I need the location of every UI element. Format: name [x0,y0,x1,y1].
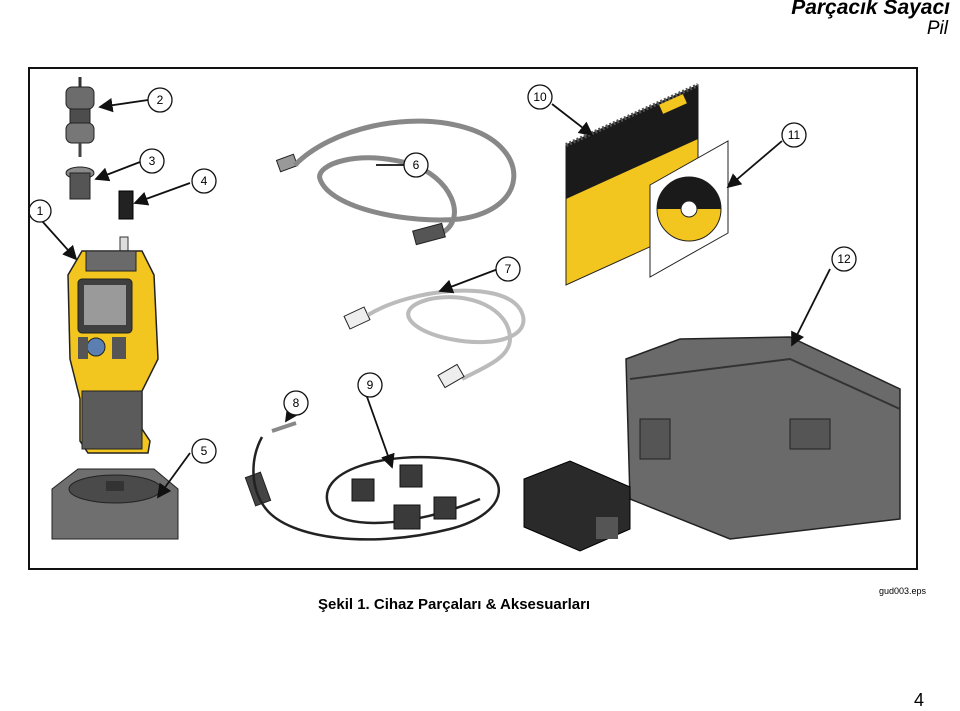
callout-7: 7 [495,256,521,282]
svg-text:12: 12 [837,252,851,266]
power-cord [244,421,500,541]
usb-cable [275,118,517,246]
accessories-illustration: 1 2 3 4 5 6 7 8 9 10 11 12 [30,77,901,552]
callout-12: 12 [831,246,857,272]
page-number: 4 [913,690,924,710]
power-supply [523,460,631,552]
callout-4: 4 [191,168,217,194]
svg-text:3: 3 [149,154,156,168]
callout-9: 9 [357,372,383,398]
callout-2: 2 [147,87,173,113]
figure-frame: 1 2 3 4 5 6 7 8 9 10 11 12 [28,67,918,570]
svg-text:8: 8 [293,396,300,410]
charging-base [51,468,179,540]
zero-filter-adapter [65,166,95,200]
callout-6: 6 [403,152,429,178]
isokinetic-probe-assembly [65,77,95,157]
svg-text:1: 1 [37,204,44,218]
plug-adapters [351,464,457,530]
filter-cap [118,190,134,220]
page-header-title: Parçacık Sayacı [791,0,950,19]
ethernet-cable [343,288,526,389]
svg-text:9: 9 [367,378,374,392]
svg-text:4: 4 [201,174,208,188]
page-header-subtitle: Pil [926,18,948,39]
svg-text:7: 7 [505,262,512,276]
svg-text:10: 10 [533,90,547,104]
callout-5: 5 [191,438,217,464]
callout-11: 11 [781,122,807,148]
carrying-case [625,336,901,540]
svg-text:2: 2 [157,93,164,107]
callout-1: 1 [30,199,52,223]
svg-text:11: 11 [788,128,801,142]
figure-caption: Şekil 1. Cihaz Parçaları & Aksesuarları [318,596,591,613]
svg-text:5: 5 [201,444,208,458]
callout-10: 10 [527,84,553,110]
cd-rom [649,140,729,278]
figure-file-id: gud003.eps [878,586,926,596]
particle-counter [67,236,159,454]
callout-8: 8 [283,390,309,416]
callout-3: 3 [139,148,165,174]
svg-text:6: 6 [413,158,420,172]
